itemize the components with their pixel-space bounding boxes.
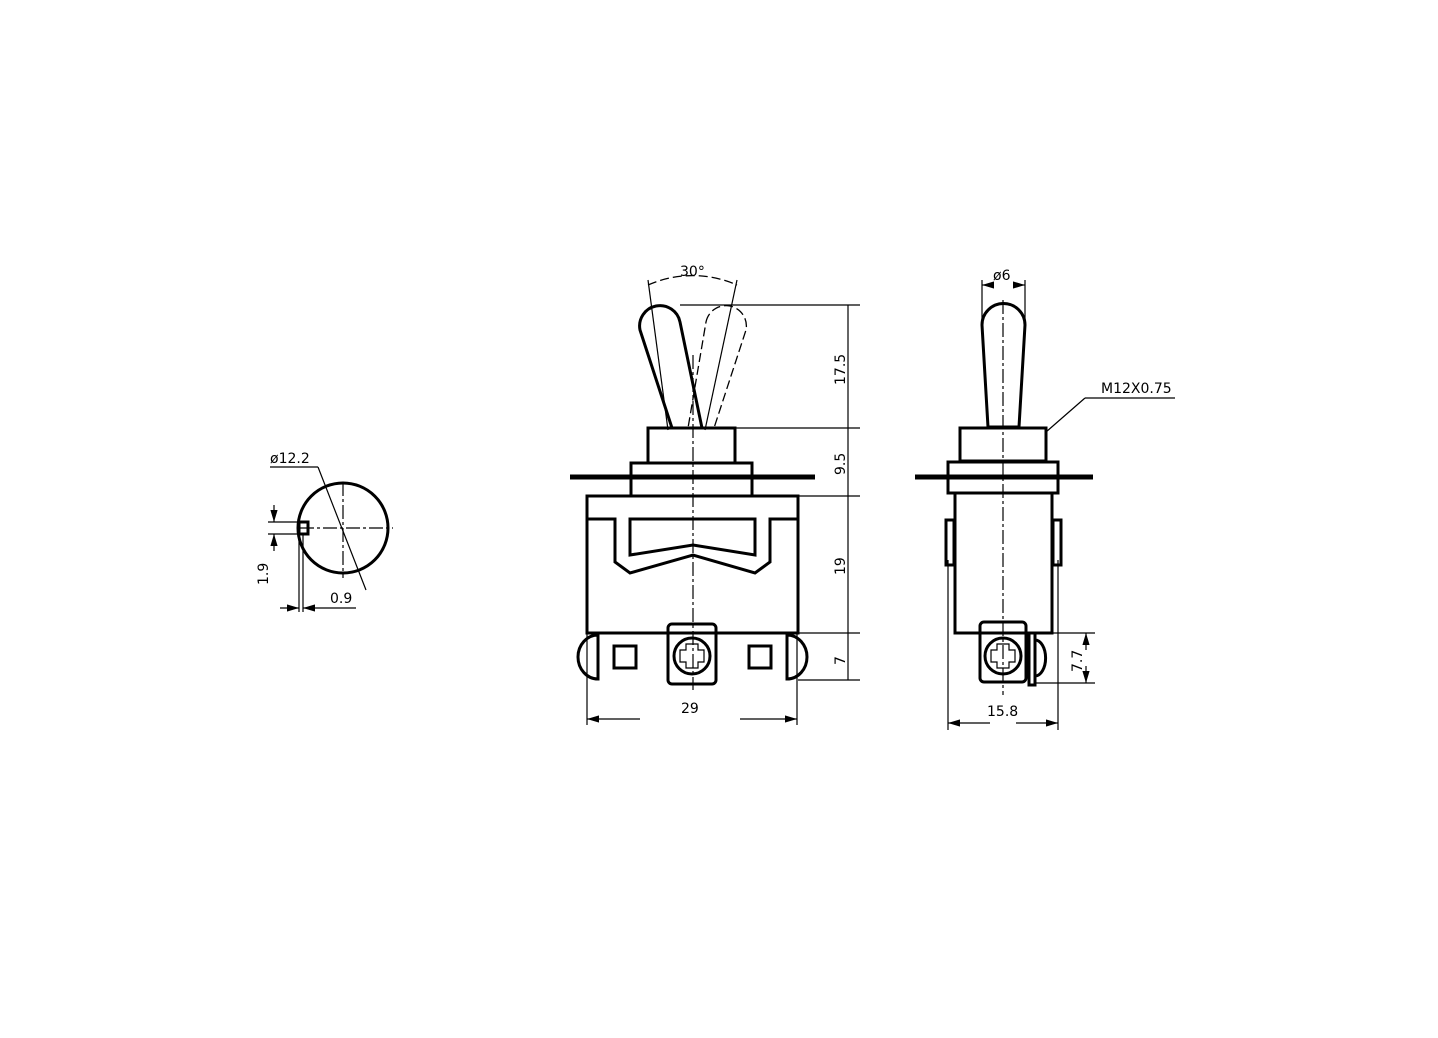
side-width-label: 15.8 xyxy=(987,704,1018,720)
body-height-label: 19 xyxy=(833,557,849,575)
end-diameter-label: ø12.2 xyxy=(270,451,310,467)
notch-height-label: 1.9 xyxy=(256,563,272,585)
terminal-height-label: 7 xyxy=(833,656,849,665)
end-view: ø12.2 1.9 0.9 xyxy=(256,451,393,612)
thread-label: M12X0.75 xyxy=(1101,381,1172,397)
width-label: 29 xyxy=(681,701,699,717)
lever-side xyxy=(980,302,1027,429)
angle-label: 30° xyxy=(680,264,705,280)
side-view: ø6 M12X0.75 7.7 15.8 xyxy=(915,268,1175,730)
side-terminal-height-label: 7.7 xyxy=(1070,650,1086,672)
lever-solid xyxy=(638,304,704,430)
lever-height-label: 17.5 xyxy=(833,354,849,385)
front-view: 30° 17.5 9.5 19 7 xyxy=(570,264,860,725)
notch-depth-label: 0.9 xyxy=(330,591,352,607)
terminal-screws xyxy=(576,622,809,686)
lever-diameter-label: ø6 xyxy=(993,268,1011,284)
bushing-height-label: 9.5 xyxy=(833,453,849,475)
bushing xyxy=(646,426,737,465)
